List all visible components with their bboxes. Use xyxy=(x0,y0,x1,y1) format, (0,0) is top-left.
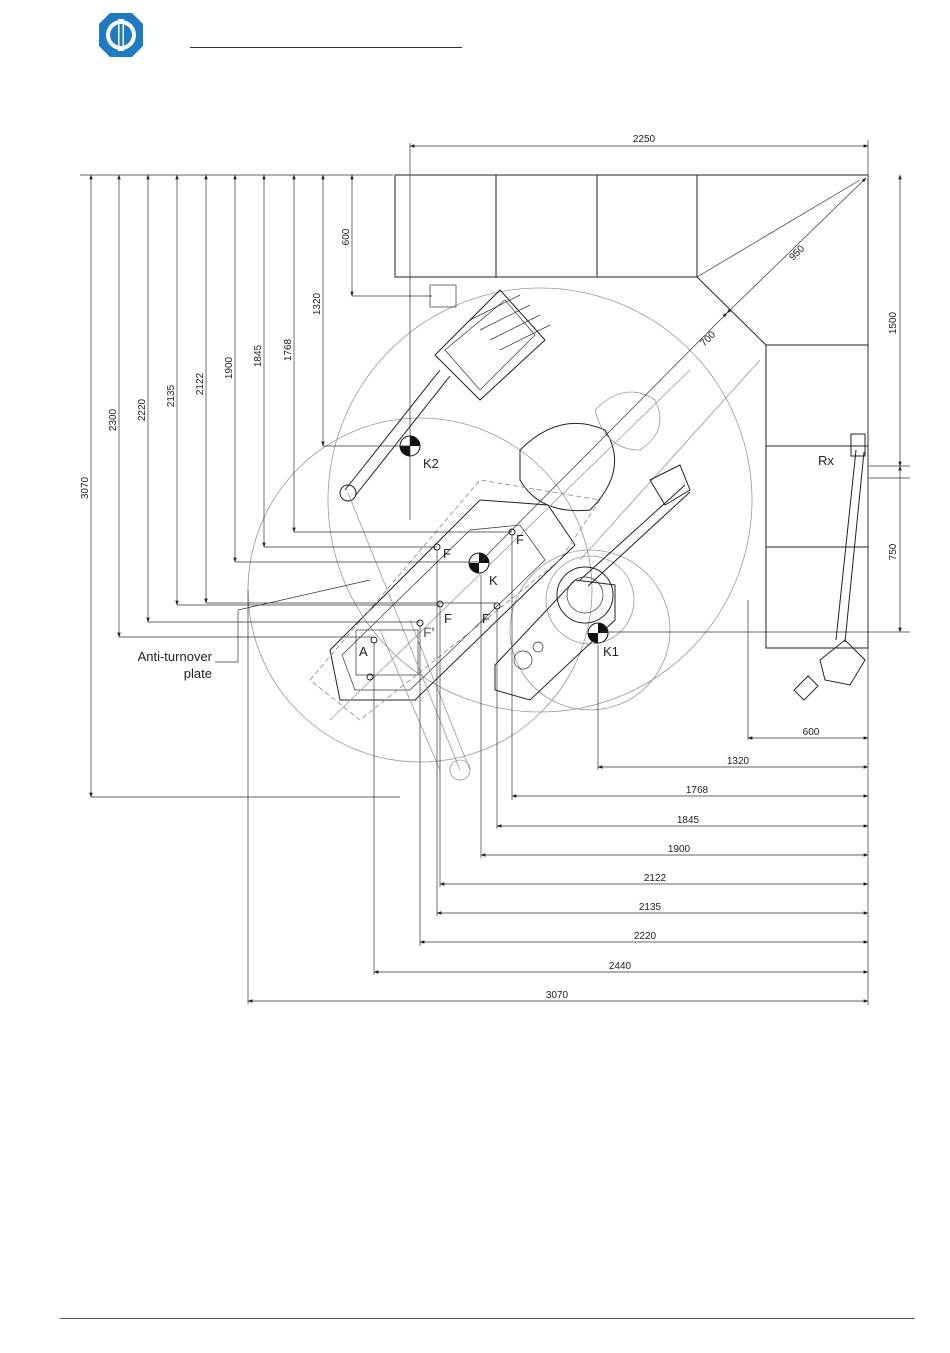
dim-vertical: 2220 xyxy=(137,398,148,421)
footer-rule xyxy=(60,1318,915,1319)
f-label: F xyxy=(444,611,452,626)
dim-vertical: 2135 xyxy=(166,384,177,407)
dim-right-1500: 1500 xyxy=(888,311,899,334)
f-label: F xyxy=(516,532,524,547)
dim-horizontal: 2135 xyxy=(639,902,662,913)
dental-chair xyxy=(310,360,760,720)
dim-horizontal: 2440 xyxy=(609,961,632,972)
dim-vertical: 1320 xyxy=(312,292,323,315)
dim-vertical: 2300 xyxy=(108,408,119,431)
a-label: A xyxy=(359,644,368,659)
rx-label: Rx xyxy=(818,453,834,468)
anti-turnover-label-line1: Anti-turnover xyxy=(138,649,213,664)
k1-marker xyxy=(588,623,608,643)
dim-vertical: 3070 xyxy=(80,476,91,499)
k-label: K xyxy=(489,573,498,588)
dim-horizontal: 2220 xyxy=(634,931,657,942)
reference-markers xyxy=(367,436,608,680)
a-point xyxy=(371,637,377,643)
anti-turnover-label-line2: plate xyxy=(184,666,212,681)
dim-horizontal: 1320 xyxy=(727,756,750,767)
anti-turnover-leader xyxy=(215,580,370,662)
dim-vertical: 1768 xyxy=(283,338,294,361)
f-label: F xyxy=(482,611,490,626)
dim-horizontal: 600 xyxy=(803,727,820,738)
dim-vertical: 600 xyxy=(341,228,352,245)
f-prime-label: F' xyxy=(423,624,435,640)
dim-vertical: 1845 xyxy=(253,344,264,367)
dim-diagonal-950: 950 xyxy=(787,243,807,263)
k1-label: K1 xyxy=(603,644,619,659)
k2-label: K2 xyxy=(423,456,439,471)
f-point xyxy=(437,601,443,607)
dim-right-750: 750 xyxy=(888,543,899,560)
dim-diagonal-700: 700 xyxy=(698,329,718,349)
dim-vertical: 1900 xyxy=(224,356,235,379)
dim-vertical: 2122 xyxy=(195,372,206,395)
water-unit xyxy=(495,465,690,700)
rx-arm xyxy=(794,434,865,700)
f-label: F xyxy=(443,546,451,561)
vertical-dimensions xyxy=(80,175,512,797)
dim-horizontal: 1845 xyxy=(677,815,700,826)
dim-horizontal: 3070 xyxy=(546,990,569,1001)
dim-horizontal: 1768 xyxy=(686,785,709,796)
clearance-circles xyxy=(248,288,752,762)
dim-horizontal: 1900 xyxy=(668,844,691,855)
dim-top-width: 2250 xyxy=(633,134,656,145)
dim-horizontal: 2122 xyxy=(644,873,667,884)
